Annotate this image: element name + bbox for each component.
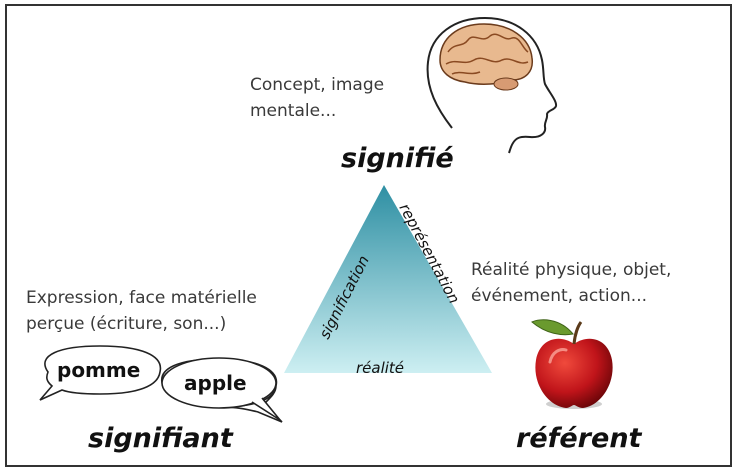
- concept-line-1: Concept, image: [250, 75, 384, 95]
- edge-label-realite: réalité: [356, 359, 404, 377]
- referent-label: référent: [516, 423, 643, 454]
- expression-line-1: Expression, face matérielle: [26, 288, 257, 308]
- brain-head-icon: [426, 16, 558, 154]
- bubble-word-apple: apple: [184, 371, 247, 395]
- concept-line-2: mentale...: [250, 101, 336, 121]
- apple-fruit-icon: [531, 319, 613, 409]
- reality-line-2: événement, action...: [471, 286, 647, 306]
- bubble-word-pomme: pomme: [57, 358, 140, 382]
- reality-line-1: Réalité physique, objet,: [471, 260, 671, 280]
- signifie-label: signifié: [341, 143, 454, 174]
- speech-bubble-pomme: pomme: [39, 345, 162, 401]
- speech-bubble-apple: apple: [161, 357, 283, 423]
- signifiant-label: signifiant: [88, 423, 234, 454]
- expression-line-2: perçue (écriture, son...): [26, 314, 226, 334]
- semiotic-triangle: [284, 185, 492, 373]
